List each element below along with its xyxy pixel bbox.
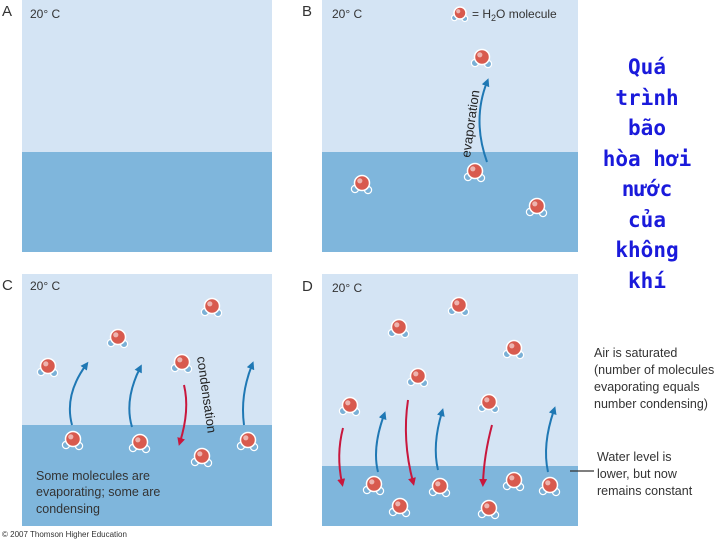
- panel-c-temperature: 20° C: [30, 279, 60, 293]
- water-note-line-1: Water level is: [597, 450, 672, 464]
- saturated-note-line-1: Air is saturated: [594, 346, 677, 360]
- panel-d-evap-arrow-1: [375, 411, 387, 473]
- saturated-note-line-2: (number of molecules: [594, 363, 714, 377]
- water-molecule: [470, 48, 493, 69]
- copyright-notice: © 2007 Thomson Higher Education: [2, 530, 127, 539]
- panel-c-evap-arrow-1: [68, 361, 89, 426]
- water-molecule: [538, 476, 561, 497]
- saturated-note-line-4: number condensing): [594, 397, 708, 411]
- water-molecule: [477, 393, 500, 414]
- water-note-line-3: remains constant: [597, 484, 693, 498]
- panel-c-caption-line-2: evaporating; some are: [36, 485, 160, 499]
- water-molecule: [190, 447, 213, 468]
- water-molecule: [128, 433, 151, 454]
- water-molecule: [447, 296, 470, 317]
- water-molecule: [502, 339, 525, 360]
- panel-c-caption-line-1: Some molecules are: [36, 469, 150, 483]
- water-molecule: [36, 357, 59, 378]
- panel-d-evap-arrow-2: [434, 408, 445, 471]
- molecules-layer: [36, 48, 561, 520]
- annotations: Air is saturated (number of molecules ev…: [594, 346, 714, 498]
- water-molecule: [428, 477, 451, 498]
- panel-c-letter: C: [2, 277, 13, 294]
- legend-text: = H2O molecule: [472, 7, 557, 23]
- panel-d-condense-arrow-1: [337, 427, 346, 487]
- water-molecule: [350, 174, 373, 195]
- water-molecule: [387, 318, 410, 339]
- panel-a-water: [22, 152, 272, 252]
- water-molecule: [236, 431, 259, 452]
- title-line-7: không: [615, 238, 679, 262]
- water-molecule: [200, 297, 223, 318]
- water-molecule: [106, 328, 129, 349]
- water-molecule: [463, 162, 486, 183]
- title-line-8: khí: [628, 268, 666, 293]
- water-molecule: [477, 499, 500, 520]
- title-line-4: hòa hơi: [602, 146, 692, 171]
- panel-b-temperature: 20° C: [332, 7, 362, 21]
- panel-d-condense-arrow-3: [479, 424, 493, 487]
- water-molecule: [170, 353, 193, 374]
- evaporation-arrow: [478, 78, 490, 163]
- panel-c: C 20° C condensation Some molecules are …: [2, 274, 272, 526]
- panel-a: A 20° C: [2, 0, 272, 252]
- panel-c-caption-line-3: condensing: [36, 502, 100, 516]
- panel-d: D 20° C: [302, 274, 594, 526]
- panel-b-letter: B: [302, 3, 312, 20]
- title-line-5: nước: [621, 177, 673, 201]
- legend-molecule: [450, 6, 469, 23]
- panel-a-letter: A: [2, 3, 12, 20]
- panel-d-evap-arrow-3: [545, 406, 557, 473]
- water-molecule: [338, 396, 361, 417]
- water-molecule: [362, 475, 385, 496]
- saturated-note-line-3: evaporating equals: [594, 380, 700, 394]
- water-molecule: [388, 497, 411, 518]
- panel-d-condense-arrow-2: [404, 399, 416, 486]
- legend-molecule-icon: [450, 6, 469, 23]
- panel-c-evap-arrow-2: [128, 364, 142, 428]
- title-line-3: bão: [628, 116, 666, 140]
- water-molecule: [61, 430, 84, 451]
- panel-c-evap-arrow-3: [242, 361, 255, 426]
- water-molecule: [502, 471, 525, 492]
- panel-a-temperature: 20° C: [30, 7, 60, 21]
- water-molecule: [525, 197, 548, 218]
- slide-title: Quá trình bão hòa hơi nước của không khí: [592, 52, 702, 296]
- title-line-6: của: [628, 207, 666, 232]
- water-molecule: [406, 367, 429, 388]
- panel-d-water: [322, 466, 578, 526]
- water-note-line-2: lower, but now: [597, 467, 678, 481]
- title-line-2: trình: [615, 85, 679, 110]
- panel-d-letter: D: [302, 278, 313, 295]
- panel-c-condense-arrow: [177, 384, 188, 446]
- panel-d-temperature: 20° C: [332, 281, 362, 295]
- title-line-1: Quá: [628, 55, 666, 79]
